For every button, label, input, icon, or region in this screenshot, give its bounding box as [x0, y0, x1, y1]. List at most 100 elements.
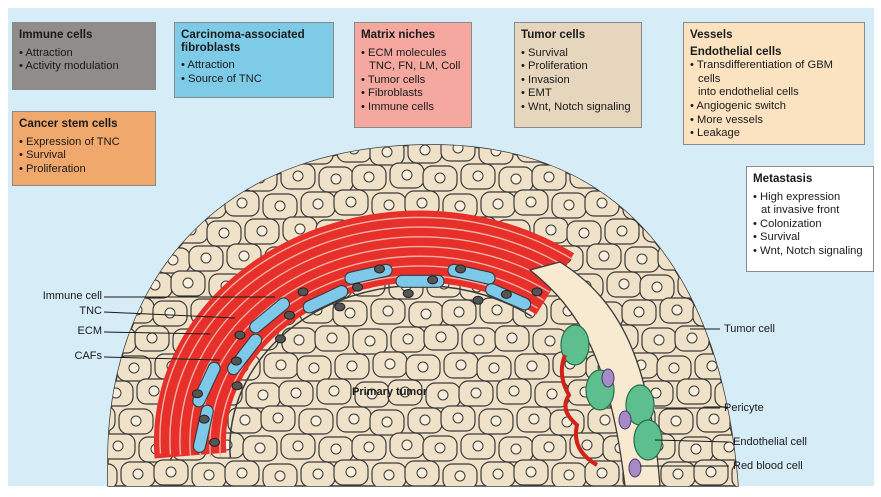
tumor-cell-nucleus	[708, 255, 718, 265]
label-pericyte: Pericyte	[724, 402, 764, 414]
tumor-cell-nucleus	[349, 144, 359, 154]
tumor-cell-nucleus	[133, 199, 143, 209]
tumor-cell-nucleus	[707, 361, 717, 371]
immune-cells-title: Immune cells	[19, 28, 149, 42]
tumor-cell-nucleus	[726, 225, 736, 235]
vessels-subline: into endothelial cells	[690, 86, 858, 100]
matrix-niches-box: Matrix niches ECM molecules TNC, FN, LM,…	[354, 22, 472, 128]
tumor-cell-nucleus	[403, 334, 413, 344]
vessels-item: Transdifferentiation of GBM cells	[690, 59, 858, 86]
tumor-cells-box: Tumor cells Survival Proliferation Invas…	[514, 22, 642, 128]
tumor-cell-nucleus	[546, 225, 556, 235]
tumor-cells-item: EMT	[521, 87, 635, 101]
label-primary-tumor: Primary tumor	[352, 386, 427, 398]
tumor-cell	[712, 165, 746, 190]
vessels-item: Leakage	[690, 127, 858, 141]
label-cafs: CAFs	[75, 350, 103, 362]
immune-cell	[210, 438, 220, 446]
tumor-cell-nucleus	[709, 414, 719, 424]
tumor-cell-nucleus	[364, 442, 374, 452]
carcinoma-fibroblasts-item: Source of TNC	[181, 73, 327, 87]
tumor-cell	[643, 217, 677, 242]
immune-cell	[235, 331, 245, 339]
tumor-cell-nucleus	[471, 388, 481, 398]
tumor-cell-nucleus	[690, 280, 700, 290]
tumor-cell-nucleus	[311, 416, 321, 426]
tumor-cell	[228, 138, 262, 163]
tumor-cell-nucleus	[204, 200, 214, 210]
immune-cell	[275, 335, 285, 343]
tumor-cell-nucleus	[615, 173, 625, 183]
tumor-cell-nucleus	[113, 441, 123, 451]
tumor-cell-nucleus	[637, 254, 647, 264]
tumor-cell	[337, 137, 371, 162]
tumor-cell-nucleus	[168, 255, 178, 265]
tumor-cell-nucleus	[273, 413, 283, 423]
tumor-cell-nucleus	[313, 199, 323, 209]
tumor-cell-nucleus	[166, 467, 176, 477]
tumor-cell-nucleus	[544, 442, 554, 452]
tumor-cell-nucleus	[545, 336, 555, 346]
tumor-cell-nucleus	[112, 282, 122, 292]
immune-cell	[374, 265, 384, 273]
tumor-cell	[210, 163, 244, 188]
tumor-cell-nucleus	[131, 416, 141, 426]
matrix-niches-item: Tumor cells	[361, 74, 465, 88]
tumor-cell-nucleus	[201, 253, 211, 263]
immune-cell	[456, 265, 466, 273]
tumor-cell-nucleus	[346, 197, 356, 207]
red-blood-cell	[602, 369, 614, 387]
vessels-item: More vessels	[690, 114, 858, 128]
cancer-stem-cells-title: Cancer stem cells	[19, 117, 149, 131]
tumor-cell-nucleus	[453, 413, 463, 423]
tumor-cell-nucleus	[327, 333, 337, 343]
tumor-cell-nucleus	[709, 144, 719, 154]
tumor-cell-nucleus	[493, 469, 503, 479]
tumor-cell-nucleus	[655, 224, 665, 234]
label-red-blood-cell: Red blood cell	[733, 460, 803, 472]
tumor-cell-nucleus	[473, 171, 483, 181]
tumor-cell	[711, 271, 745, 296]
tumor-cell-nucleus	[384, 470, 394, 480]
tumor-cell-nucleus	[255, 173, 265, 183]
tumor-cell-nucleus	[582, 440, 592, 450]
tumor-cell	[621, 136, 655, 161]
metastasis-item: Wnt, Notch signaling	[753, 245, 867, 259]
tumor-cells-item: Wnt, Notch signaling	[521, 101, 635, 115]
tumor-cell-nucleus	[743, 306, 753, 316]
tumor-cell-nucleus	[385, 359, 395, 369]
tumor-cell-nucleus	[633, 143, 643, 153]
matrix-niches-subline: TNC, FN, LM, Coll	[361, 60, 465, 74]
tumor-cell-nucleus	[526, 467, 536, 477]
tumor-cell-nucleus	[438, 390, 448, 400]
tumor-cell-nucleus	[688, 227, 698, 237]
tumor-cell-nucleus	[417, 198, 427, 208]
tumor-cell-nucleus	[148, 227, 158, 237]
tumor-cells-item: Invasion	[521, 74, 635, 88]
tumor-cell-nucleus	[635, 201, 645, 211]
tumor-cell-nucleus	[673, 199, 683, 209]
metastasis-subline: at invasive front	[753, 204, 867, 218]
tumor-cell	[676, 220, 710, 245]
tumor-cell-nucleus	[706, 467, 716, 477]
tumor-cell	[694, 190, 728, 215]
metastasis-item: High expression	[753, 191, 867, 205]
tumor-cell	[83, 194, 117, 219]
tumor-cell-nucleus	[309, 363, 319, 373]
tumor-cell-nucleus	[564, 470, 574, 480]
tumor-cell-nucleus	[526, 197, 536, 207]
tumor-cell-nucleus	[493, 199, 503, 209]
cancer-stem-cells-box: Cancer stem cells Expression of TNC Surv…	[12, 111, 156, 186]
tumor-cell-nucleus	[295, 224, 305, 234]
tumor-cell-nucleus	[382, 147, 392, 157]
immune-cell	[232, 382, 242, 390]
tumor-cell-nucleus	[727, 389, 737, 399]
tumor-cell-nucleus	[258, 390, 268, 400]
immune-cell	[199, 415, 209, 423]
tumor-cell-nucleus	[689, 386, 699, 396]
tumor-cell-nucleus	[435, 173, 445, 183]
tumor-cell-nucleus	[273, 143, 283, 153]
immune-cell	[473, 296, 483, 304]
tumor-cell-nucleus	[474, 335, 484, 345]
tumor-cell-nucleus	[219, 228, 229, 238]
